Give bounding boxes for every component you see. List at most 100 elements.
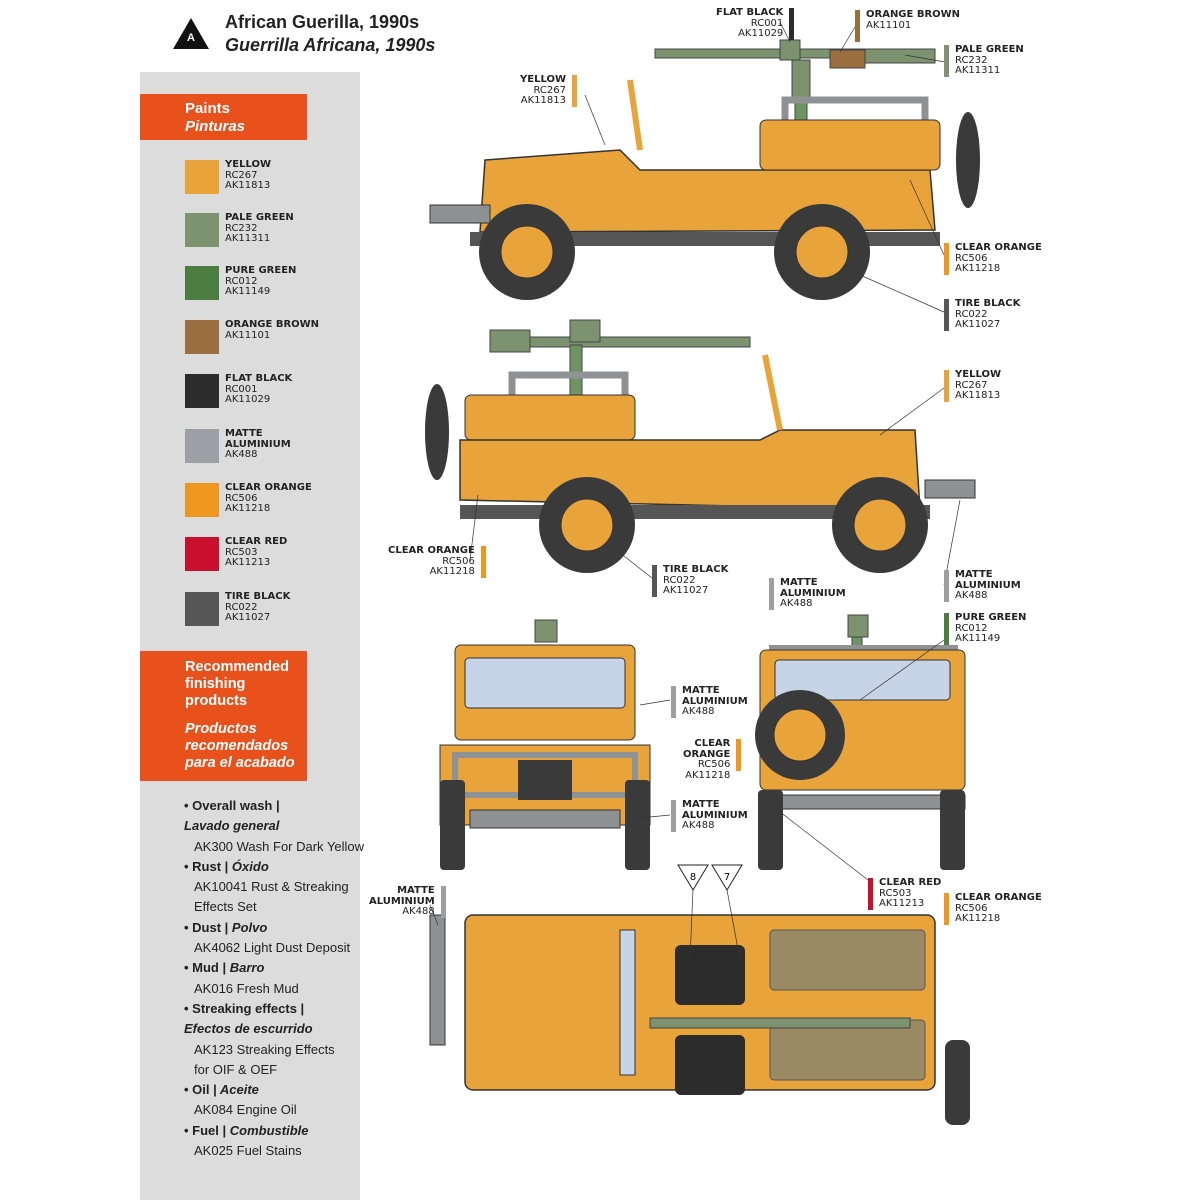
finishing-item-en: • Dust | [184,919,229,935]
finishing-item: • Dust | Polvo [184,918,364,938]
callout-color-bar [944,299,949,331]
paint-swatch [185,320,219,354]
front-view [439,619,671,870]
callout-paint-code: RC001 [750,17,784,29]
finishing-item-es-row: Lavado general [184,816,364,836]
paint-name: FLAT BLACK [225,373,293,384]
callout-paint-name: CLEAR ORANGE [955,892,1042,903]
callout-paint-code: AK11218 [685,769,731,781]
finishing-item-es: Barro [226,960,265,976]
finishing-product: AK300 Wash For Dark Yellow [194,838,365,854]
callout-paint-code: AK11813 [520,95,566,106]
callout-color-bar [855,10,860,42]
paint-code: RC001 [225,383,258,395]
finishing-item-en: • Mud | [184,960,227,976]
callout-paint-code: AK488 [682,820,715,831]
callout-paint-code: AK11149 [955,633,1001,644]
paint-code: AK11218 [225,503,271,514]
callout-paint-code: AK11027 [955,319,1001,330]
callout-color-bar [671,686,676,718]
page-subtitle: Guerrilla Africana, 1990s [225,35,436,55]
callout-paint-name: CLEAR ORANGE [388,545,475,556]
callout-paint-code: AK488 [780,598,813,609]
callout-color-bar [944,370,949,402]
callout-paint-name: FLAT BLACK [716,7,784,18]
callout-paint-code: AK488 [402,906,435,917]
callout-paint-name: CLEAR RED [879,877,942,888]
finishing-item-es: Aceite [216,1082,259,1098]
page-title: African Guerilla, 1990s [225,12,420,32]
finishing-product: AK10041 Rust & Streaking [194,879,349,895]
finishing-product: AK016 Fresh Mud [194,980,299,996]
marker-letter: A [187,32,195,44]
paints-heading-es: Pinturas [185,118,246,135]
callout-paint-name: ORANGE BROWN [866,9,961,20]
paint-swatch [185,213,219,247]
finishing-heading-es: Productos recomendados para el acabado [185,721,295,771]
finishing-item-en: • Fuel | [184,1122,227,1138]
finishing-product: AK025 Fuel Stains [194,1143,302,1159]
finishing-item-es: Polvo [228,919,268,935]
callout-paint-code: AK11218 [429,566,475,577]
paint-swatch [185,266,219,300]
marker-triangle-icon [173,18,209,49]
callout-color-bar [944,45,949,77]
callout-paint-code: AK488 [682,706,715,717]
callout-paint-code: AK488 [955,590,988,601]
finishing-item-en: • Overall wash | [184,798,280,813]
paint-code: RC022 [225,601,258,613]
callout-color-bar [440,886,446,918]
side-view-left [429,21,980,313]
finishing-item-es: Efectos de escurrido [184,1021,313,1037]
paint-swatch [185,483,219,517]
paint-code: AK11311 [225,233,271,244]
callout-color-bar [944,243,949,275]
panel-torn-edge [330,72,358,1200]
finishing-item-en: • Streaking effects | [184,1000,305,1016]
side-panel-background [140,72,360,1200]
callout-paint-code: AK11813 [955,390,1001,401]
finishing-item-en: • Rust | [184,858,229,874]
finishing-item: • Oil | Aceite [184,1080,364,1100]
callout-paint-code: RC232 [955,54,988,66]
callout-color-bar [652,565,657,597]
rear-view [755,614,966,881]
finishing-item-en: • Oil | [184,1082,217,1098]
callout-paint-code: RC022 [663,574,696,586]
callout-color-bar [736,739,742,771]
paint-code: AK11027 [225,612,271,623]
finishing-product: for OIF & OEF [194,1061,278,1077]
paint-code: RC503 [225,546,258,558]
finishing-product: AK123 Streaking Effects [194,1041,335,1057]
finishing-item: • Overall wash | [184,796,364,816]
callout-paint-code: AK11213 [879,898,925,909]
paint-swatch [185,592,219,626]
